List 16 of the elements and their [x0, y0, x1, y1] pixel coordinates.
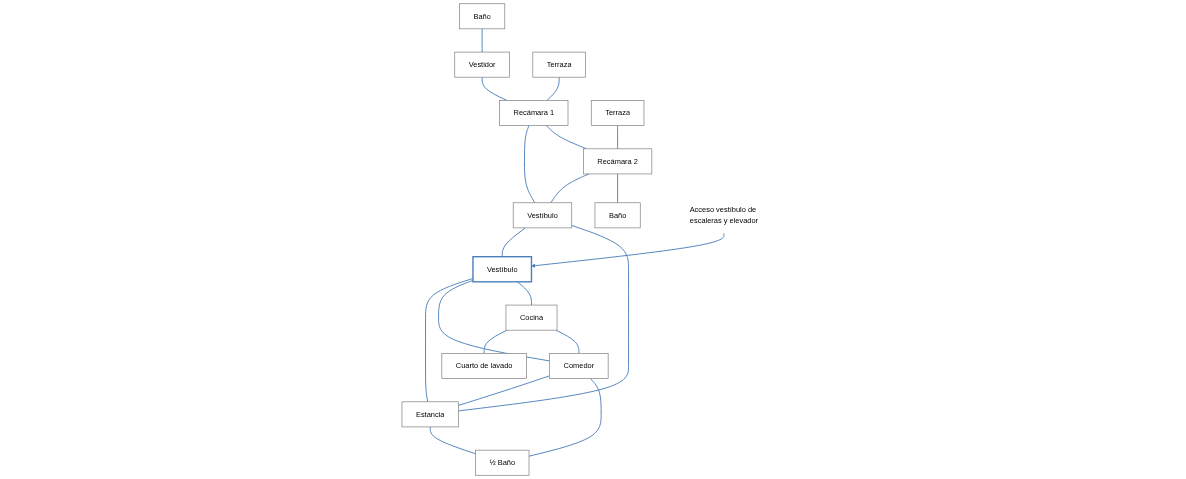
connector	[616, 173, 618, 204]
connector	[481, 76, 508, 101]
connector	[550, 173, 590, 204]
connector	[546, 76, 560, 101]
connector	[457, 224, 629, 412]
connector	[616, 125, 618, 150]
connector	[501, 227, 526, 258]
connector	[481, 28, 483, 53]
connector	[528, 378, 602, 457]
connector	[483, 329, 508, 354]
connector	[555, 329, 580, 354]
connector	[429, 426, 476, 455]
connector	[437, 279, 550, 362]
connector	[523, 125, 536, 204]
connector	[457, 375, 550, 406]
connector	[516, 281, 532, 306]
